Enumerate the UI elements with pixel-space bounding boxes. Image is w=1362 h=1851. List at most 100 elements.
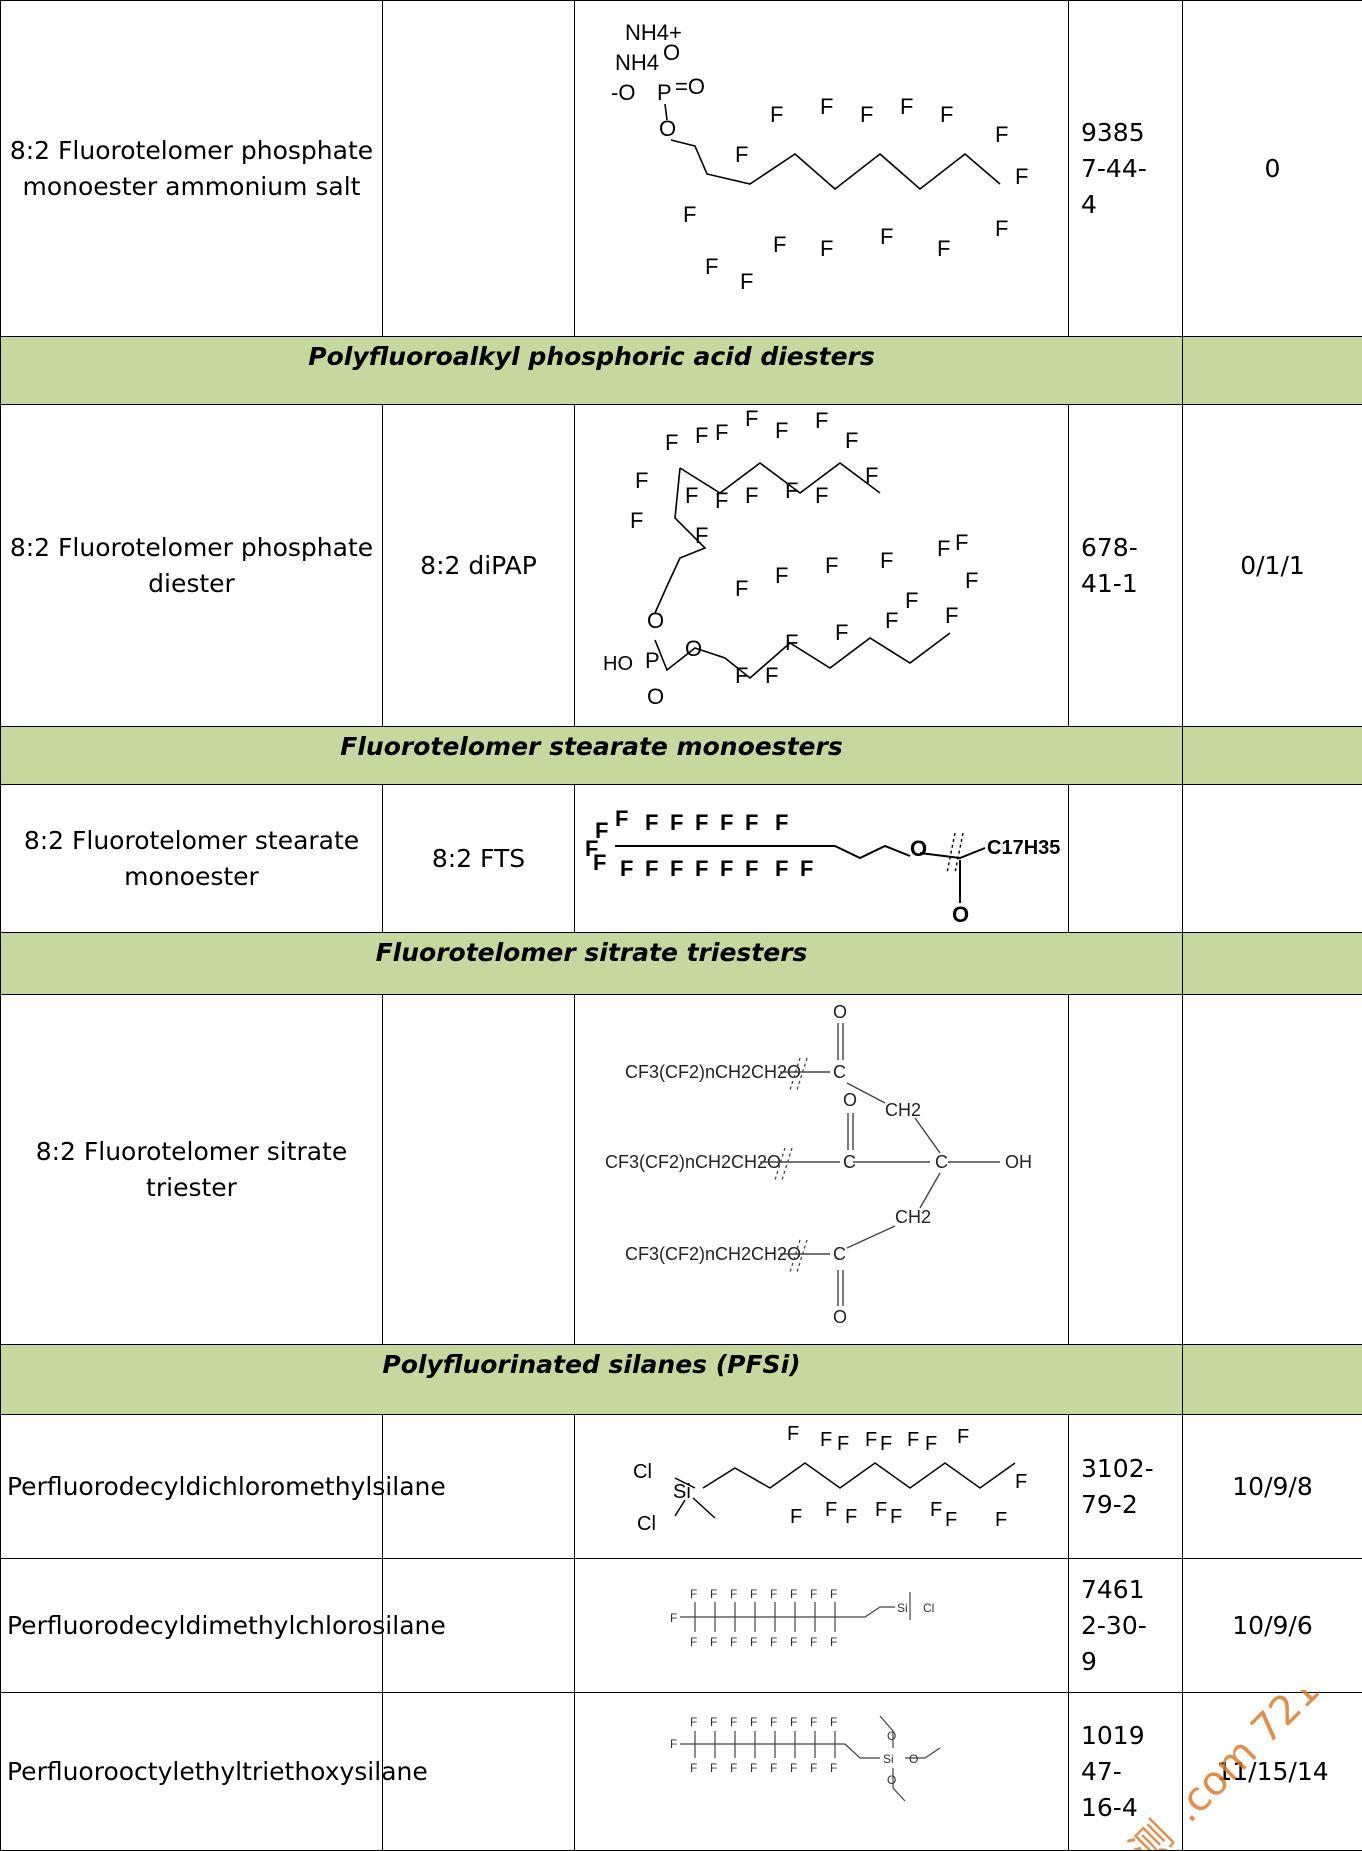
svg-text:F: F <box>880 1433 892 1455</box>
svg-text:CH2: CH2 <box>885 1100 921 1120</box>
svg-text:CF3(CF2)nCH2CH2O: CF3(CF2)nCH2CH2O <box>605 1152 781 1172</box>
structure-cell: CF3(CF2)nCH2CH2O CF3(CF2)nCH2CH2O CF3(CF… <box>575 995 1069 1345</box>
svg-text:F: F <box>740 269 753 294</box>
svg-text:F: F <box>810 1715 817 1729</box>
svg-text:F: F <box>995 216 1008 241</box>
svg-text:-O: -O <box>611 80 635 105</box>
svg-text:F: F <box>750 1635 757 1649</box>
svg-text:O: O <box>843 1090 857 1110</box>
section-header-row: Polyfluoroalkyl phosphoric acid diesters <box>1 337 1362 405</box>
svg-text:F: F <box>710 1635 717 1649</box>
svg-text:F: F <box>645 856 658 881</box>
svg-text:O: O <box>833 1002 847 1022</box>
svg-text:F: F <box>710 1587 717 1601</box>
svg-text:O: O <box>833 1307 847 1327</box>
svg-text:F: F <box>790 1506 802 1528</box>
svg-text:P: P <box>645 648 660 673</box>
svg-text:O: O <box>910 836 927 861</box>
svg-text:F: F <box>670 1737 677 1751</box>
svg-text:F: F <box>937 536 950 561</box>
svg-text:F: F <box>745 810 758 835</box>
svg-text:F: F <box>995 122 1008 147</box>
value-cell: 10/9/8 <box>1183 1415 1362 1559</box>
svg-text:F: F <box>593 850 606 875</box>
svg-text:F: F <box>690 1635 697 1649</box>
svg-text:CF3(CF2)nCH2CH2O: CF3(CF2)nCH2CH2O <box>625 1244 801 1264</box>
substance-name: 8:2 Fluorotelomer phosphate diester <box>1 405 383 727</box>
value-cell: 0/1/1 <box>1183 405 1362 727</box>
section-title: Fluorotelomer stearate monoesters <box>1 727 1183 785</box>
substance-name: Perfluorodecyldimethylchlorosilane <box>1 1559 383 1693</box>
value-cell <box>1183 785 1362 933</box>
structure-sitrate-triester: CF3(CF2)nCH2CH2O CF3(CF2)nCH2CH2O CF3(CF… <box>575 998 1069 1342</box>
svg-text:O: O <box>663 40 680 65</box>
svg-text:F: F <box>773 232 786 257</box>
svg-text:Si: Si <box>883 1752 894 1766</box>
svg-text:C: C <box>833 1244 846 1264</box>
cas-number: 3102- 79-2 <box>1069 1415 1183 1559</box>
svg-text:F: F <box>690 1587 697 1601</box>
svg-text:F: F <box>785 478 798 503</box>
svg-text:O: O <box>887 1773 896 1787</box>
substance-name: 8:2 Fluorotelomer stearate monoester <box>1 785 383 933</box>
svg-text:F: F <box>615 806 628 831</box>
value-cell: 10/9/6 <box>1183 1559 1362 1693</box>
svg-text:O: O <box>647 684 664 709</box>
svg-text:F: F <box>810 1761 817 1775</box>
svg-text:C: C <box>833 1062 846 1082</box>
svg-text:F: F <box>830 1715 837 1729</box>
section-title: Fluorotelomer sitrate triesters <box>1 933 1183 995</box>
value-cell: 11/15/14 <box>1183 1693 1362 1851</box>
svg-text:F: F <box>945 1509 957 1531</box>
svg-text:F: F <box>995 1509 1007 1531</box>
svg-text:F: F <box>790 1587 797 1601</box>
svg-text:F: F <box>645 810 658 835</box>
svg-text:F: F <box>770 1587 777 1601</box>
svg-text:Si: Si <box>897 1601 908 1615</box>
value-cell: 0 <box>1183 1 1362 337</box>
svg-text:F: F <box>750 1587 757 1601</box>
svg-text:F: F <box>825 1499 837 1521</box>
svg-text:F: F <box>715 420 728 445</box>
svg-text:F: F <box>690 1715 697 1729</box>
svg-text:F: F <box>865 463 878 488</box>
svg-text:F: F <box>937 236 950 261</box>
svg-text:F: F <box>800 856 813 881</box>
svg-text:F: F <box>885 608 898 633</box>
svg-text:F: F <box>880 548 893 573</box>
svg-text:F: F <box>930 1499 942 1521</box>
svg-text:F: F <box>775 563 788 588</box>
svg-text:F: F <box>730 1761 737 1775</box>
svg-text:F: F <box>685 483 698 508</box>
svg-text:F: F <box>837 1433 849 1455</box>
svg-text:F: F <box>670 1611 677 1625</box>
svg-text:F: F <box>720 856 733 881</box>
svg-text:F: F <box>860 102 873 127</box>
table-row: 8:2 Fluorotelomer stearate monoester 8:2… <box>1 785 1362 933</box>
table-row: 8:2 Fluorotelomer phosphate diester 8:2 … <box>1 405 1362 727</box>
svg-text:Si: Si <box>673 1481 691 1503</box>
svg-text:O: O <box>647 608 664 633</box>
svg-text:F: F <box>710 1761 717 1775</box>
svg-text:CH2: CH2 <box>895 1207 931 1227</box>
cas-number <box>1069 785 1183 933</box>
svg-text:F: F <box>670 856 683 881</box>
svg-text:F: F <box>695 856 708 881</box>
table-row: 8:2 Fluorotelomer sitrate triester CF3(C… <box>1 995 1362 1345</box>
svg-text:O: O <box>685 636 702 661</box>
section-header-row: Polyfluorinated silanes (PFSi) <box>1 1345 1362 1415</box>
svg-text:F: F <box>790 1635 797 1649</box>
svg-text:F: F <box>770 1635 777 1649</box>
svg-text:F: F <box>635 468 648 493</box>
substance-name: 8:2 Fluorotelomer sitrate triester <box>1 995 383 1345</box>
svg-text:C17H35: C17H35 <box>987 837 1060 859</box>
svg-text:F: F <box>745 483 758 508</box>
svg-text:Cl: Cl <box>637 1513 656 1535</box>
